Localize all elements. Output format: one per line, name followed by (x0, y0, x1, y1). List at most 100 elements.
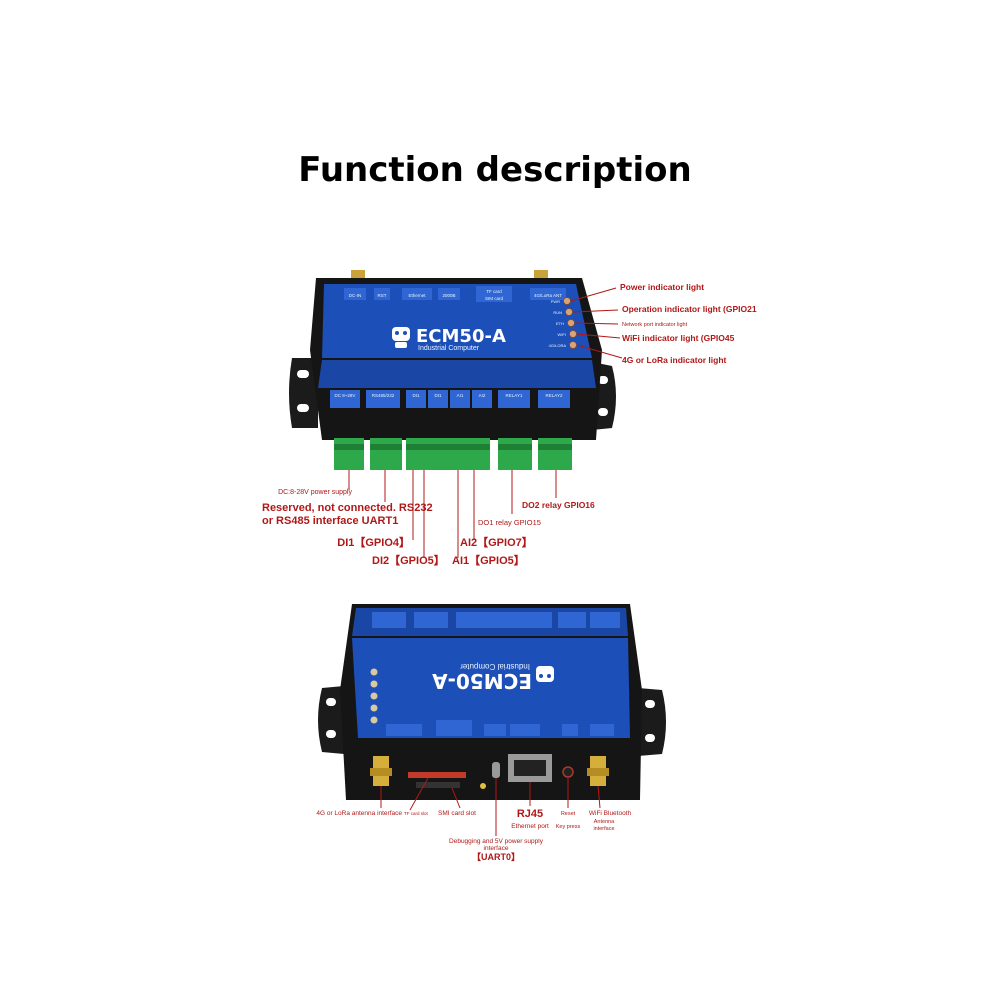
left-ear-slot-top (297, 370, 309, 378)
top-device: DC-IN RST Ethernet 2000B TF card SIM car… (289, 270, 616, 470)
right-ear-slot-bottom (598, 408, 608, 416)
led-pwr (370, 716, 378, 724)
sim-eject-icon (480, 783, 486, 789)
led-4g-lora (370, 668, 378, 676)
terminal-chip (558, 612, 586, 628)
port-chip (562, 724, 578, 736)
port-chip (402, 288, 432, 300)
terminal-chip (330, 390, 360, 408)
led-run (370, 704, 378, 712)
brand-model: ECM50-A (432, 669, 532, 693)
right-ear-slot-top (645, 700, 655, 708)
top-leader-lines (348, 287, 623, 558)
port-label: DC-IN (349, 293, 362, 298)
port-label: 2000B (442, 293, 455, 298)
port-label: RST (378, 293, 387, 298)
reset-button (562, 766, 574, 778)
callout-ai2: AI2【GPIO7】 (460, 536, 533, 549)
terminal-chip (366, 390, 400, 408)
terminal-label: RELAY1 (506, 393, 523, 398)
robot-logo-icon (392, 327, 410, 348)
callout-ethernet-port: Ethernet port (511, 823, 549, 830)
usb-c-port (492, 762, 500, 778)
terminal-label: DC 8~28V (335, 393, 356, 398)
port-label: SIM card (485, 296, 504, 301)
terminal-chip (456, 612, 552, 628)
callout-sim-slot: SMI card slot (438, 810, 476, 817)
brand-model: ECM50-A (416, 326, 506, 347)
callout-di2: DI2【GPIO5】 (372, 554, 445, 567)
brand-subtitle: Industrial Computer (418, 345, 480, 352)
led-run (565, 308, 573, 316)
callout-reserved-2: or RS485 interface UART1 (262, 515, 398, 527)
led-label: ETH (556, 321, 564, 326)
left-mounting-ear (289, 358, 318, 428)
terminal-label: DI1 (434, 393, 442, 398)
terminal-label: AI1 (457, 393, 464, 398)
callout-dc-power: DC:8-28V power supply (278, 489, 352, 496)
port-label: Ethernet (408, 293, 426, 298)
terminal-block-rs485 (370, 438, 402, 470)
antenna-connector-left-icon (370, 756, 392, 786)
terminal-label: RS485/232 (372, 393, 395, 398)
led-label: PWR (551, 299, 560, 304)
robot-logo-icon (536, 666, 554, 682)
port-chip (476, 286, 512, 302)
port-chip (484, 724, 506, 736)
callout-wifi-bt-3: interface (593, 826, 614, 832)
callout-tf-slot: TF card slot (404, 811, 429, 816)
callout-wifi-bt-2: Antenna (594, 819, 615, 825)
right-ear-slot-bottom (645, 734, 655, 742)
led-eth (370, 692, 378, 700)
callout-do2: DO2 relay GPIO16 (522, 500, 595, 510)
left-ear-slot-bottom (297, 404, 309, 412)
port-label: TF card (486, 289, 502, 294)
brand-subtitle: Industrial Computer (460, 662, 530, 671)
led-label: 4G/LORA (549, 343, 567, 348)
callout-eth-led: Network port indicator light (622, 322, 688, 328)
led-4g-lora (569, 341, 577, 349)
led-eth (567, 319, 575, 327)
bottom-leader-lines (380, 777, 601, 836)
led-label: WIFI (558, 332, 566, 337)
port-chip (438, 288, 460, 300)
terminal-block-dc (334, 438, 364, 470)
terminal-chip (372, 612, 406, 628)
left-ear-slot-bottom (326, 730, 336, 738)
left-ear-slot-top (326, 698, 336, 706)
callout-do1: DO1 relay GPIO15 (478, 518, 541, 527)
led-pwr (563, 297, 571, 305)
port-chip (590, 724, 614, 736)
port-chip (510, 724, 540, 736)
led-wifi (569, 330, 577, 338)
callout-reserved-1: Reserved, not connected. RS232 (262, 502, 433, 514)
port-label: 4G/LoRa ANT (534, 293, 562, 298)
callout-lora-led: 4G or LoRa indicator light (622, 355, 727, 365)
callout-wifi-led: WiFi indicator light (GPIO45 (622, 333, 735, 343)
terminal-label: DI1 (412, 393, 420, 398)
callout-ai1: AI1【GPIO5】 (452, 554, 525, 567)
terminal-block-di-ai (406, 438, 490, 470)
terminal-chip (538, 390, 570, 408)
callout-key-press: Key press (556, 824, 581, 830)
callout-wifi-bt-1: WiFi Bluetooth (589, 810, 632, 817)
terminal-chip (428, 390, 448, 408)
sim-card-slot (416, 782, 460, 788)
callout-power-led: Power indicator light (620, 282, 704, 292)
callout-debug-2: interface (484, 845, 509, 852)
terminal-chip (472, 390, 492, 408)
terminal-label: RELAY2 (546, 393, 563, 398)
terminal-chip (498, 390, 530, 408)
bottom-device: ECM50-A Industrial Computer (318, 604, 666, 800)
terminal-chip (406, 390, 426, 408)
callout-uart0: 【UART0】 (472, 852, 520, 862)
page-title: Function description (298, 150, 692, 190)
top-blue-strip (318, 360, 596, 388)
antenna-connector-right-icon (587, 756, 609, 786)
terminal-block-relay1 (498, 438, 532, 470)
left-mounting-ear (318, 686, 344, 754)
port-chip (436, 720, 472, 736)
right-mounting-ear (638, 688, 666, 756)
tf-card-slot (408, 772, 466, 778)
